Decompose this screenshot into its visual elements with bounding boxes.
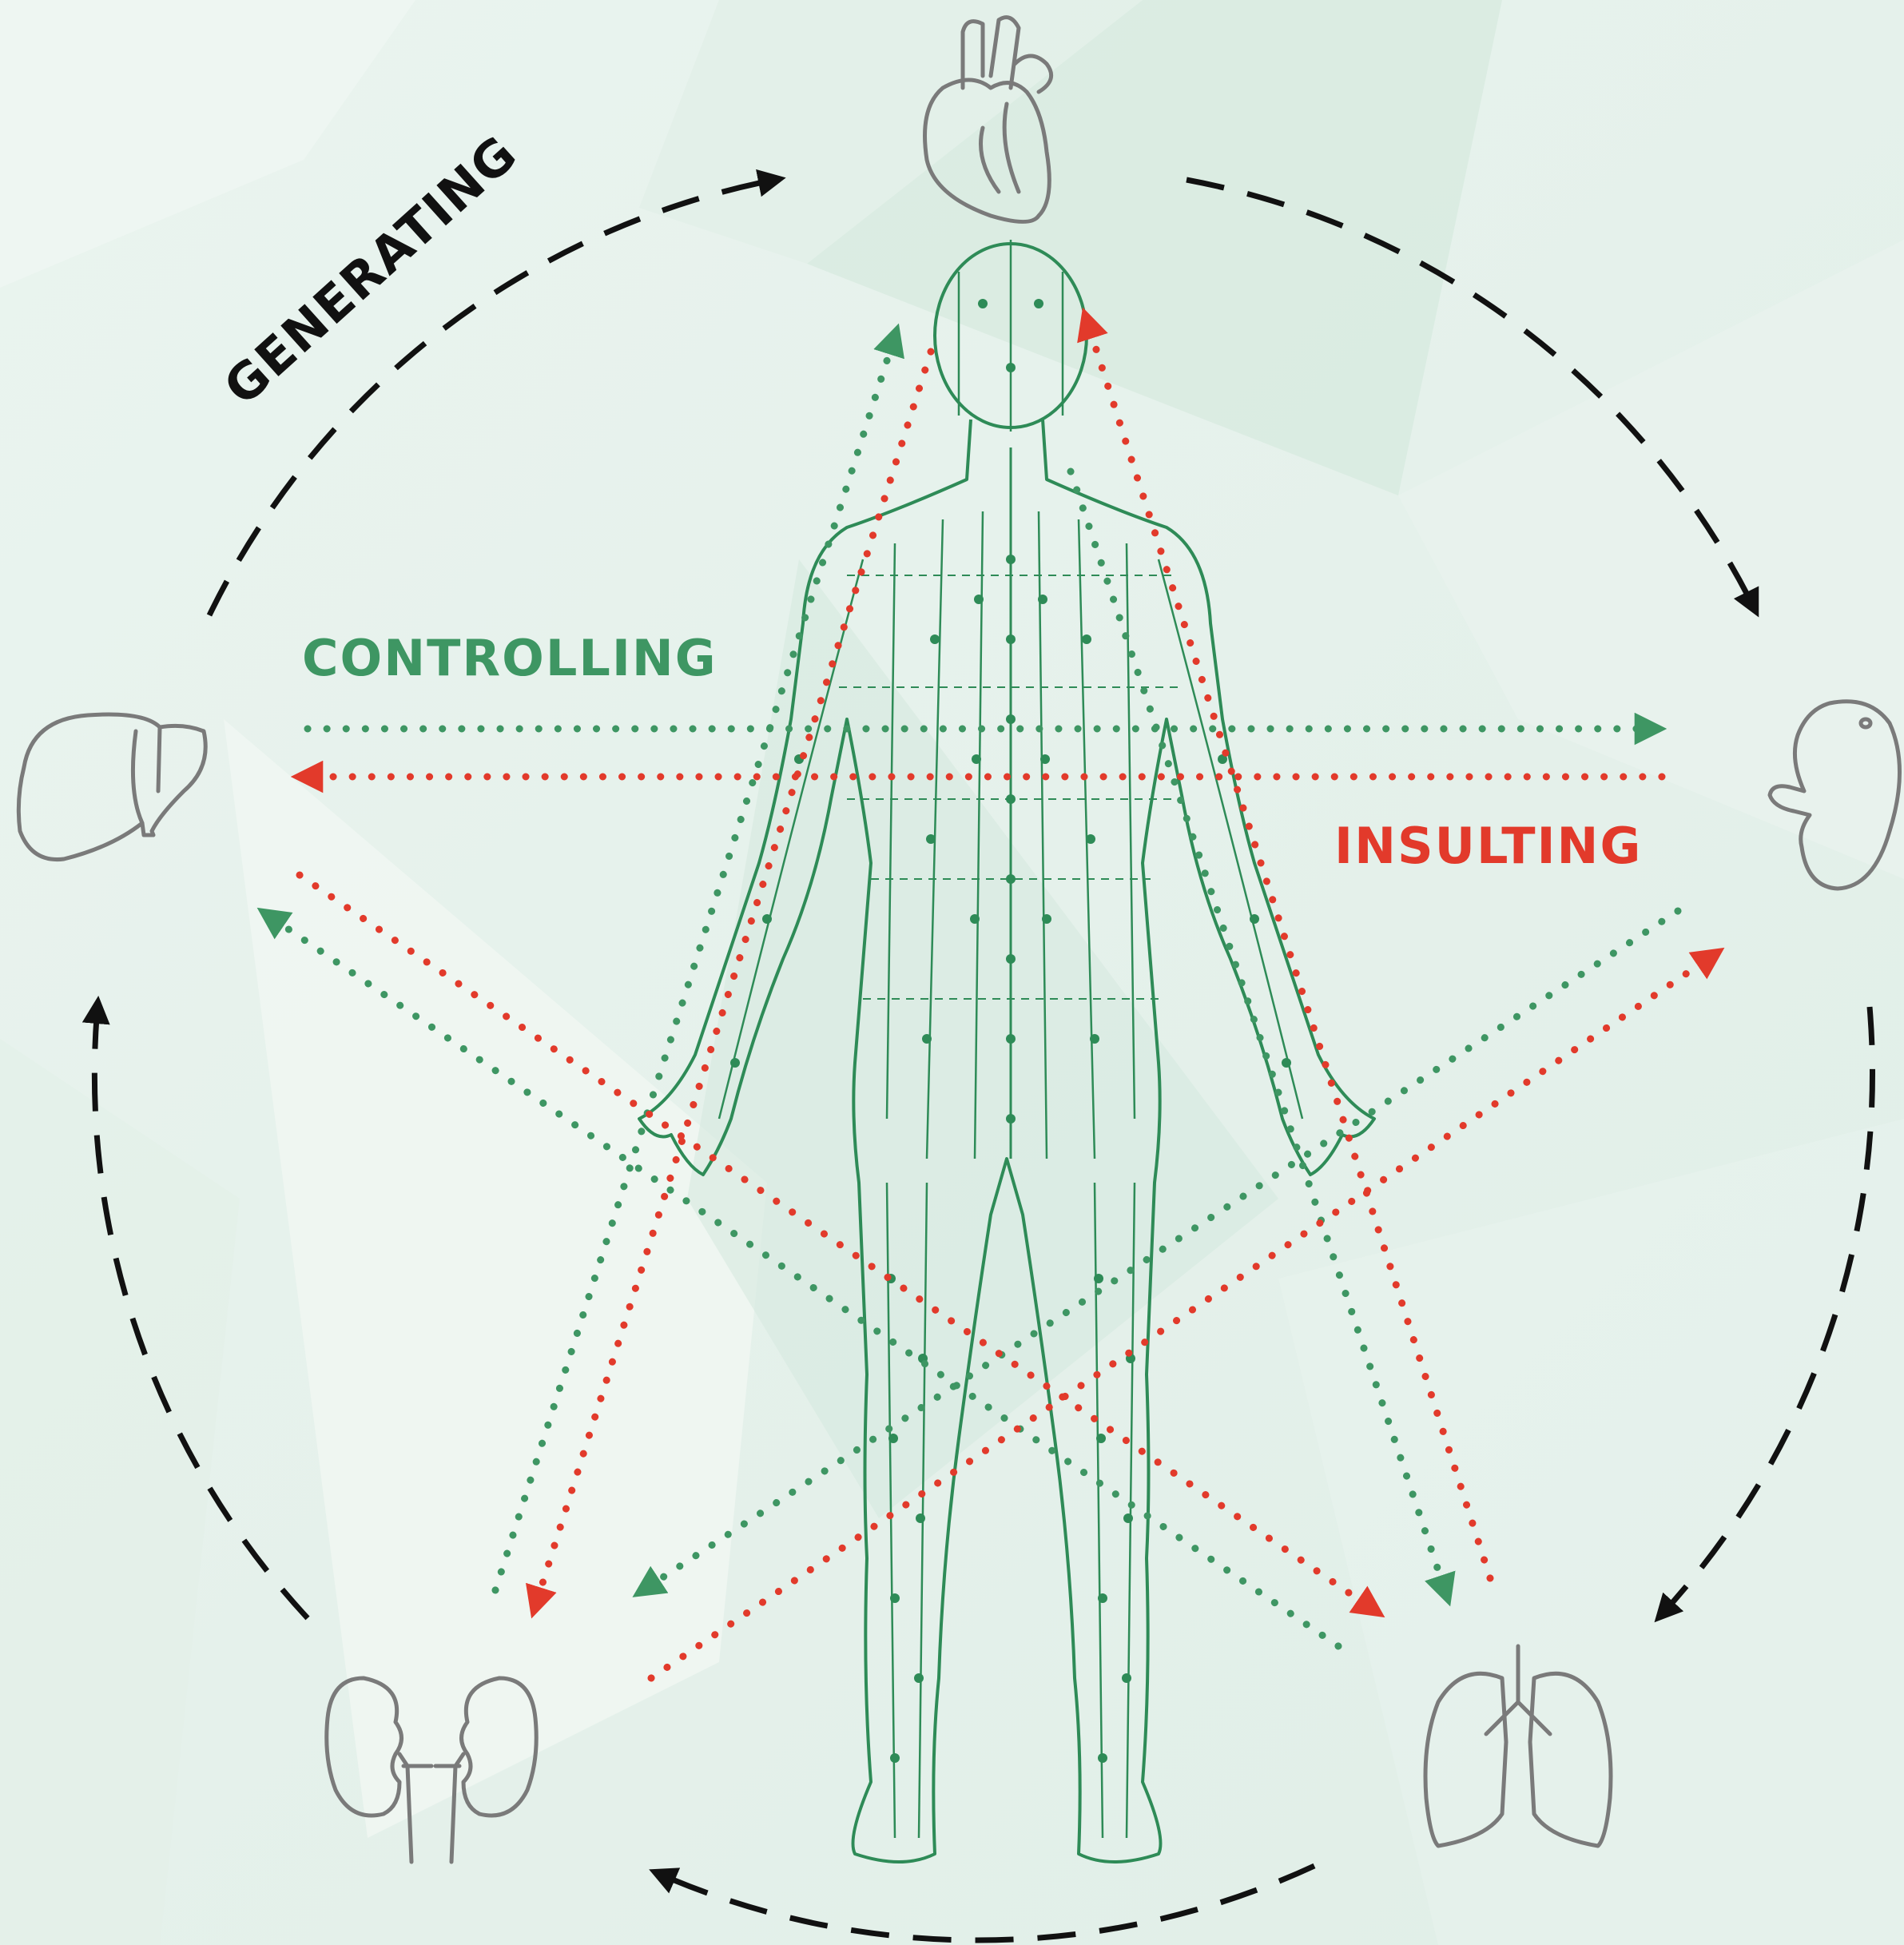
insulting-label: INSULTING (1334, 817, 1642, 875)
controlling-label: CONTROLLING (302, 629, 717, 687)
